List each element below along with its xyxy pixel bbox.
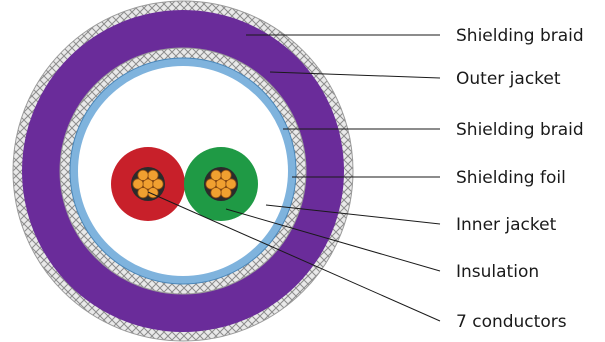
label-conductors: 7 conductors: [456, 312, 567, 332]
cable-cross-section: [12, 0, 354, 342]
label-outer-jacket: Outer jacket: [456, 69, 561, 89]
label-shielding-foil: Shielding foil: [456, 168, 566, 188]
red-insulated-conductor: [111, 147, 185, 221]
leader-line-inner-jacket: [265, 204, 441, 225]
leader-lines: [147, 34, 441, 322]
label-inner-jacket: Inner jacket: [456, 215, 557, 235]
label-insulation: Insulation: [456, 262, 539, 282]
conductor-strands: [205, 169, 237, 199]
leader-line-conductors: [147, 191, 441, 322]
labels: Shielding braid Outer jacket Shielding b…: [456, 26, 584, 332]
inner-jacket-area: [78, 66, 288, 276]
green-insulated-conductor: [184, 147, 258, 221]
leader-line-outer-jacket: [269, 71, 441, 79]
label-shielding-braid-outer: Shielding braid: [456, 26, 584, 46]
label-shielding-braid-inner: Shielding braid: [456, 120, 584, 140]
leader-line-insulation: [225, 208, 441, 272]
